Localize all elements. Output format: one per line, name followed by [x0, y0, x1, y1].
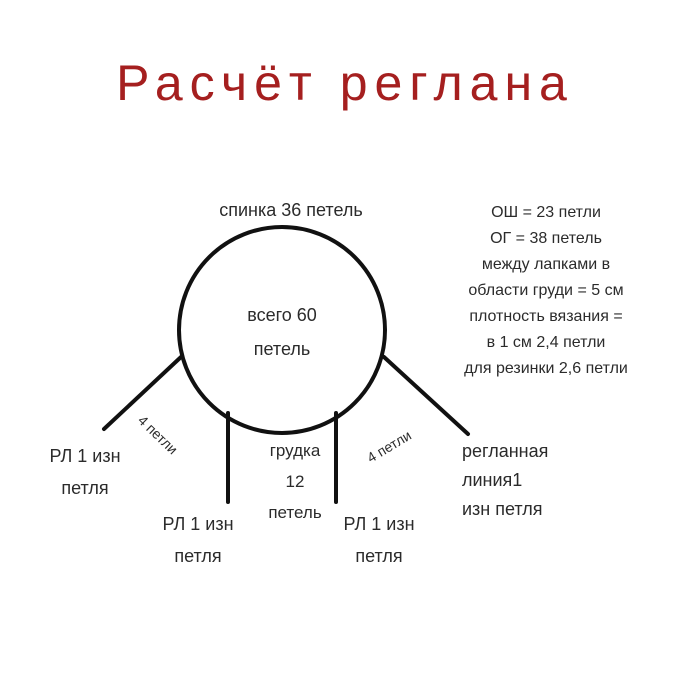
measurements-info-block: ОШ = 23 петли ОГ = 38 петель между лапка… — [432, 200, 660, 382]
raglan-label-left-line1: РЛ 1 изн — [49, 446, 121, 466]
info-line-5: плотность вязания = — [469, 308, 623, 325]
info-line-2: ОГ = 38 петель — [490, 230, 602, 247]
chest-stitches-label: грудка 12 петель — [240, 435, 350, 528]
info-line-6: в 1 см 2,4 петли — [486, 334, 606, 351]
info-line-7: для резинки 2,6 петли — [464, 360, 628, 377]
info-line-3: между лапками в — [481, 256, 611, 273]
raglan-line-right — [382, 355, 470, 436]
raglan-label-right-line2: линия1 — [462, 470, 523, 490]
raglan-label-left-line2: петля — [61, 478, 109, 498]
neck-circle — [177, 225, 387, 435]
total-stitches-line2: петель — [253, 339, 311, 359]
raglan-label-center-left: РЛ 1 изн петля — [123, 508, 273, 572]
info-line-1: ОШ = 23 петли — [491, 204, 601, 221]
raglan-label-center-right: РЛ 1 изн петля — [304, 508, 454, 572]
back-stitches-label: спинка 36 петель — [219, 200, 363, 220]
chest-label-line1: грудка — [269, 441, 321, 460]
raglan-line-left — [102, 355, 183, 431]
total-stitches-label: всего 60 петель — [212, 298, 352, 366]
raglan-label-right-line3: изн петля — [462, 499, 543, 519]
chest-label-line2: 12 — [285, 472, 305, 491]
raglan-label-right-line1: регланная — [462, 441, 549, 461]
raglan-label-center-right-line2: петля — [355, 546, 403, 566]
raglan-label-center-left-line2: петля — [174, 546, 222, 566]
raglan-label-center-left-line1: РЛ 1 изн — [162, 514, 234, 534]
raglan-label-left: РЛ 1 изн петля — [10, 440, 160, 504]
raglan-label-right: регланная линия1 изн петля — [462, 437, 662, 524]
chest-label-line3: петель — [268, 503, 322, 522]
info-line-4: области груди = 5 см — [468, 282, 624, 299]
total-stitches-line1: всего 60 — [247, 305, 317, 325]
page-title: Расчёт реглана — [116, 55, 574, 111]
raglan-label-center-right-line1: РЛ 1 изн — [343, 514, 415, 534]
